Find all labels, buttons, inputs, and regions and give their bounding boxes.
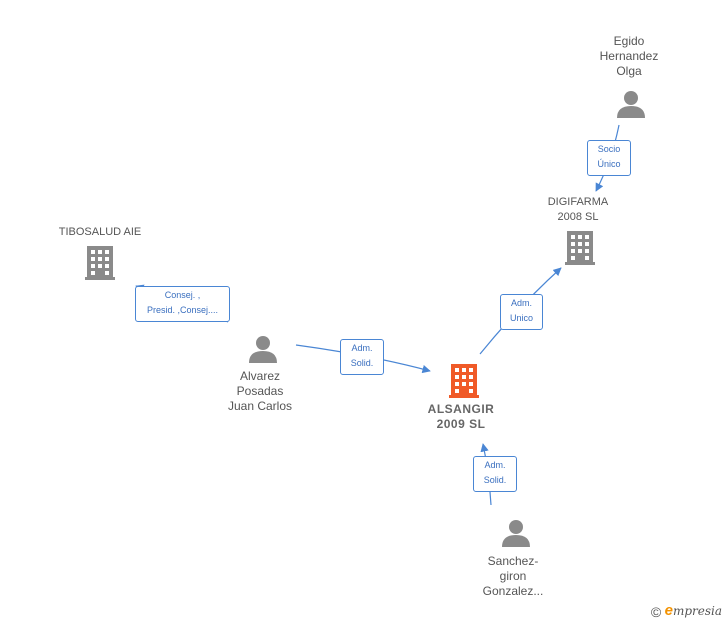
node-label-alvarez[interactable]: Alvarez Posadas Juan Carlos <box>227 369 293 413</box>
brand-logo: © empresia <box>651 602 722 620</box>
copyright-icon: © <box>650 604 662 620</box>
person-icon[interactable] <box>249 336 277 363</box>
relation-label-adm-unico: Adm. Unico <box>500 294 543 330</box>
node-label-sanchez[interactable]: Sanchez- giron Gonzalez... <box>482 554 544 598</box>
node-label-digifarma[interactable]: DIGIFARMA 2008 SL <box>547 196 609 223</box>
node-label-tibosalud[interactable]: TIBOSALUD AIE <box>58 226 142 238</box>
person-icon[interactable] <box>617 91 645 118</box>
node-label-alsangir[interactable]: ALSANGIR 2009 SL <box>427 402 495 431</box>
building-icon[interactable] <box>85 246 115 280</box>
brand-logo-letter: e <box>664 602 673 620</box>
relation-label-adm-solid: Adm. Solid. <box>473 456 517 492</box>
brand-logo-text: mpresia <box>672 604 722 619</box>
relation-label-socio-unico: Socio Único <box>587 140 631 176</box>
building-icon[interactable] <box>449 364 479 398</box>
node-label-egido[interactable]: Egido Hernandez Olga <box>599 34 659 78</box>
person-icon[interactable] <box>502 520 530 547</box>
relation-label-consej: Consej. , Presid. ,Consej.... <box>135 286 230 322</box>
building-icon[interactable] <box>565 231 595 265</box>
relation-label-adm-solid: Adm. Solid. <box>340 339 384 375</box>
